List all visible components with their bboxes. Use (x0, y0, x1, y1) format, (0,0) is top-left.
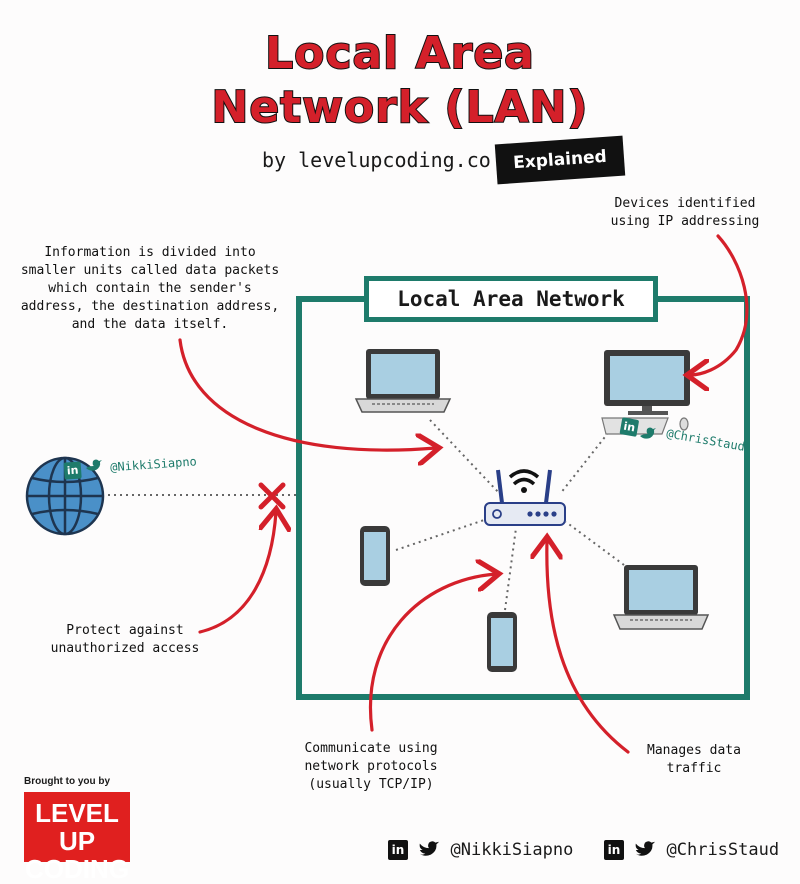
protect-note-line: unauthorized access (50, 641, 200, 656)
link-phone1 (395, 517, 491, 551)
packets-note-line: smaller units called data packets (20, 263, 280, 278)
link-laptop2 (565, 521, 625, 566)
phone-icon (360, 526, 390, 586)
arrow-traffic (547, 540, 630, 754)
twitter-icon[interactable] (418, 840, 440, 860)
twitter-icon (640, 427, 656, 439)
brought-by: Brought to you by (24, 776, 111, 787)
protocols-note-line: network protocols (304, 759, 438, 774)
packets-note-line: which contain the sender's (48, 281, 252, 296)
footer-handle-chris[interactable]: in @ChrisStaud (604, 840, 779, 860)
protect-note: Protect against unauthorized access (40, 622, 210, 658)
lan-title: Local Area Network (364, 276, 658, 322)
protocols-note: Communicate using network protocols (usu… (288, 740, 454, 794)
byline: by levelupcoding.co (262, 148, 491, 172)
link-phone2 (504, 527, 517, 611)
ip-note: Devices identified using IP addressing (590, 195, 780, 231)
protocols-note-line: (usually TCP/IP) (308, 777, 434, 792)
linkedin-icon[interactable]: in (604, 840, 624, 860)
ip-note-line: using IP addressing (610, 214, 760, 229)
traffic-note-line: traffic (666, 761, 722, 776)
twitter-icon (86, 459, 102, 471)
traffic-note: Manages data traffic (636, 742, 752, 778)
arrow-ip (690, 234, 749, 375)
router-icon (484, 469, 566, 526)
linkedin-icon: in (619, 417, 640, 437)
packets-note: Information is divided into smaller unit… (14, 244, 286, 334)
packets-note-line: and the data itself. (71, 317, 229, 332)
traffic-note-line: Manages data (647, 743, 741, 758)
footer-handle-nikki[interactable]: in @NikkiSiapno (388, 840, 573, 860)
link-desktop (559, 427, 613, 495)
footer-handle-text: @NikkiSiapno (450, 840, 574, 860)
logo-line-2: CODING (25, 854, 129, 884)
title-line-1: Local Area (264, 27, 535, 80)
title-line-2: Network (LAN) (211, 81, 589, 134)
ip-note-line: Devices identified (614, 196, 756, 211)
protocols-note-line: Communicate using (304, 741, 438, 756)
laptop-icon (612, 565, 710, 630)
arrow-packets (178, 338, 436, 450)
level-up-coding-logo: LEVEL UP CODING (24, 792, 130, 883)
footer-handle-text: @ChrisStaud (666, 840, 780, 860)
laptop-icon (354, 349, 452, 413)
globe-icon (25, 456, 105, 536)
arrow-protocols (368, 574, 496, 732)
linkedin-icon: in (63, 461, 82, 480)
packets-note-line: address, the destination address, (20, 299, 280, 314)
protect-note-line: Protect against (66, 623, 184, 638)
arrow-protect (198, 512, 276, 634)
logo-line-1: LEVEL UP (35, 798, 119, 856)
phone-icon (487, 612, 517, 672)
packets-note-line: Information is divided into (44, 245, 256, 260)
twitter-icon[interactable] (634, 840, 656, 860)
blocked-x-icon (258, 482, 286, 510)
link-laptop1 (429, 419, 501, 495)
linkedin-icon[interactable]: in (388, 840, 408, 860)
